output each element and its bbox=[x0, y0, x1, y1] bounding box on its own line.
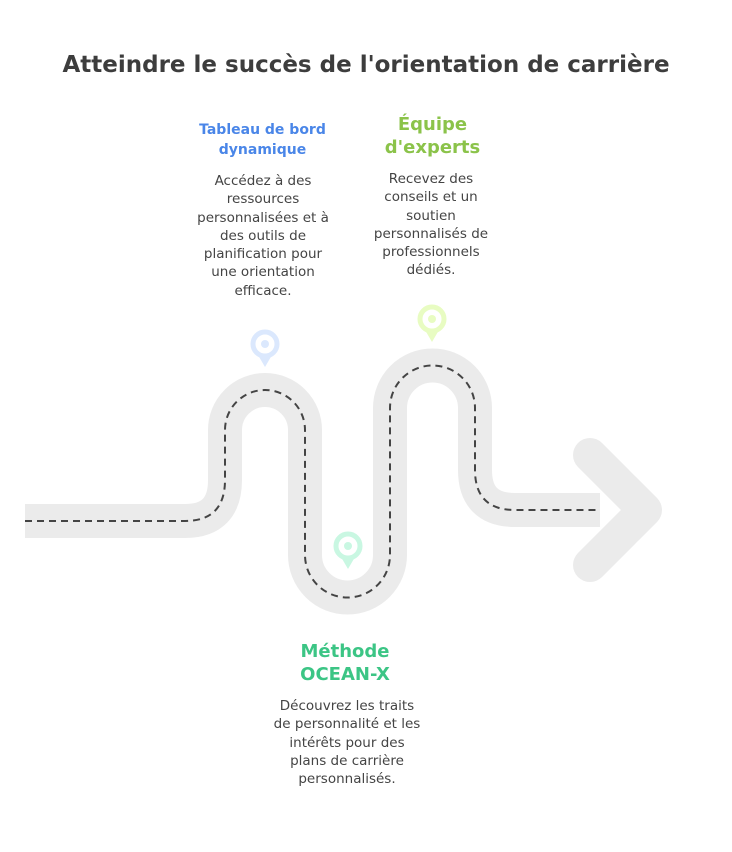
step-1-heading: Tableau de bord dynamique bbox=[199, 122, 326, 158]
step-3-heading: Équipe d'experts bbox=[384, 114, 481, 158]
diagram-title: Atteindre le succès de l'orientation de … bbox=[62, 52, 670, 78]
step-1-description: Accédez à des ressources personnalisées … bbox=[197, 173, 329, 299]
road-arrow-head bbox=[573, 438, 662, 582]
road-center-line bbox=[25, 364, 600, 599]
road bbox=[25, 348, 600, 615]
map-pin-icon-2 bbox=[333, 531, 363, 569]
step-2-heading: Méthode OCEAN-X bbox=[300, 641, 390, 685]
map-pin-icon-1 bbox=[250, 329, 280, 367]
step-3-description: Recevez des conseils et un soutien perso… bbox=[373, 171, 489, 279]
step-2-description: Découvrez les traits de personnalité et … bbox=[273, 698, 421, 788]
map-pin-icon-3 bbox=[417, 304, 447, 342]
